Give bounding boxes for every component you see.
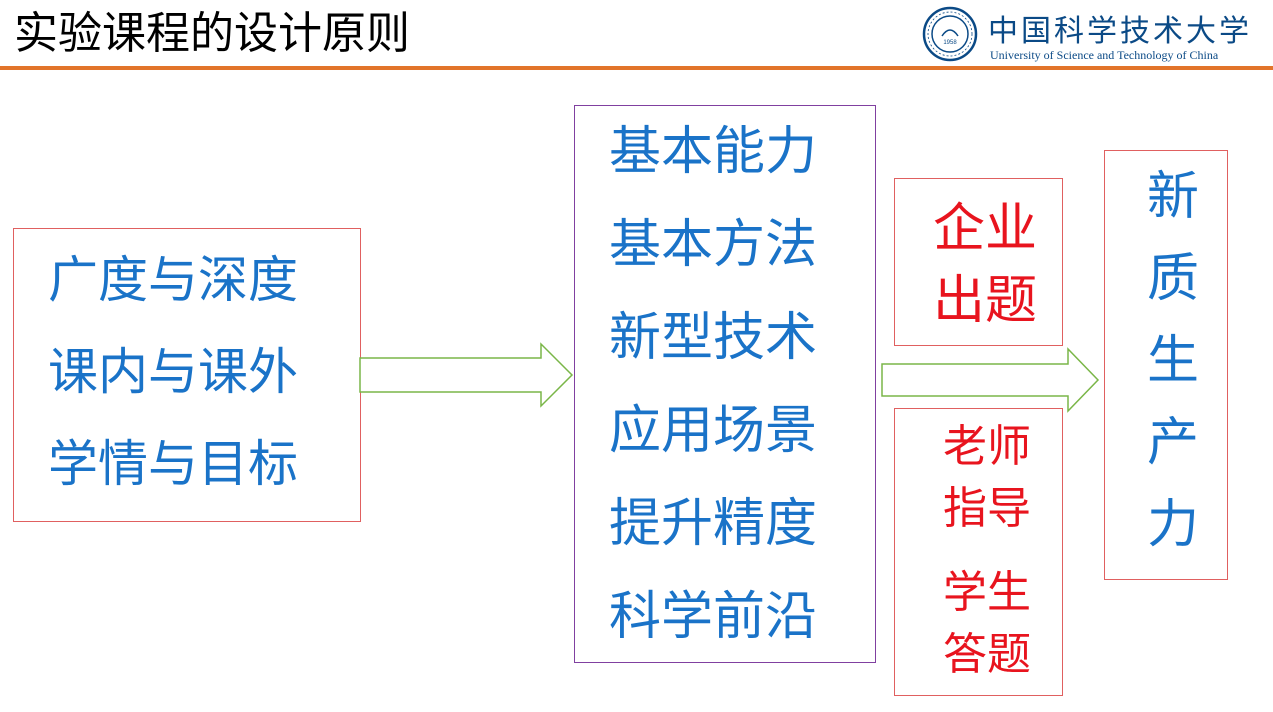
logo-chinese-name: 中国科学技术大学 [988,14,1252,49]
ability-line: 科学前沿 [609,587,818,647]
principles-box: 广度与深度 课内与课外 学情与目标 [13,228,361,522]
teacher-student-box: 老师 指导 学生 答题 [894,408,1063,696]
university-seal-icon: 1958 [922,6,978,62]
productivity-char: 生 [1147,331,1200,391]
teacher-line: 指导 [943,483,1031,534]
enterprise-line: 出题 [933,271,1038,331]
teacher-line: 老师 [943,421,1031,472]
ability-line: 新型技术 [609,308,818,368]
ability-line: 基本能力 [609,122,818,182]
productivity-char: 质 [1147,249,1200,309]
page-title: 实验课程的设计原则 [14,8,410,59]
enterprise-line: 企业 [933,199,1038,259]
university-logo: 1958 中国科学技术大学 University of Science and … [918,4,1273,66]
productivity-char: 产 [1147,413,1200,473]
student-line: 答题 [943,629,1031,680]
principle-line: 广度与深度 [48,251,298,309]
seal-year: 1958 [943,40,957,46]
ability-line: 基本方法 [609,215,818,275]
enterprise-box: 企业 出题 [894,178,1063,346]
flow-arrow-2 [881,347,1100,413]
ability-line: 提升精度 [609,494,818,554]
principle-line: 课内与课外 [48,343,298,401]
principle-line: 学情与目标 [48,435,298,493]
productivity-char: 新 [1147,167,1200,227]
logo-english-name: University of Science and Technology of … [990,48,1219,62]
productivity-char: 力 [1147,495,1200,555]
ability-line: 应用场景 [609,401,818,461]
flow-arrow-1 [359,342,574,408]
student-line: 学生 [943,567,1031,618]
new-productivity-box: 新 质 生 产 力 [1104,150,1228,580]
abilities-box: 基本能力 基本方法 新型技术 应用场景 提升精度 科学前沿 [574,105,876,663]
header-rule [0,66,1273,70]
